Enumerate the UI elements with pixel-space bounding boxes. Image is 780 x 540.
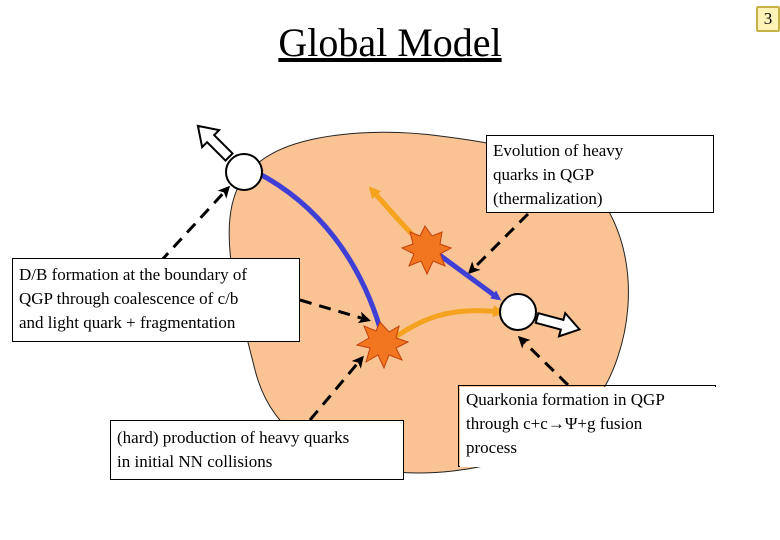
- callout-db-formation-line: D/B formation at the boundary of: [19, 265, 248, 284]
- page-number-badge: 3: [756, 6, 780, 32]
- pointer-line-dbform-left: [158, 185, 231, 264]
- collision-burst-icon: [355, 321, 410, 370]
- callout-quarkonia-line: Quarkonia formation in QGP: [466, 390, 665, 409]
- callout-evolution-line: quarks in QGP: [493, 165, 595, 184]
- quarkonium-circle-right: [499, 293, 537, 331]
- callout-quarkonia: Quarkonia formation in QGP through c+c→Ψ…: [460, 387, 716, 467]
- heavy-quark-track-upper: [252, 169, 383, 329]
- pointer-line-dbform-right: [299, 298, 371, 324]
- outgoing-arrow-right-icon: [534, 311, 582, 338]
- scattering-burst-icon: [400, 225, 453, 276]
- callout-db-formation-line: and light quark + fragmentation: [19, 313, 236, 332]
- pointer-line-quarkonia: [517, 335, 570, 387]
- pointer-line-evolution: [467, 212, 530, 275]
- pointer-line-hard: [308, 355, 364, 421]
- callout-evolution-line: (thermalization): [493, 189, 603, 208]
- light-track-lower: [388, 305, 505, 343]
- callout-quarkonia-line: through c+c→Ψ+g fusion: [466, 414, 643, 433]
- callout-hard-production: (hard) production of heavy quarks in ini…: [110, 420, 404, 480]
- callout-hard-production-line: in initial NN collisions: [117, 452, 273, 471]
- callout-db-formation: D/B formation at the boundary of QGP thr…: [12, 258, 300, 342]
- slide-title: Global Model: [278, 20, 502, 65]
- outgoing-arrow-left-icon: [196, 124, 234, 162]
- callout-quarkonia-line: process: [466, 438, 517, 457]
- callout-hard-production-line: (hard) production of heavy quarks: [117, 428, 350, 447]
- callout-db-formation-line: QGP through coalescence of c/b: [19, 289, 239, 308]
- callout-evolution: Evolution of heavy quarks in QGP (therma…: [486, 135, 714, 213]
- callout-evolution-line: Evolution of heavy: [493, 141, 624, 160]
- meson-circle-left: [225, 153, 263, 191]
